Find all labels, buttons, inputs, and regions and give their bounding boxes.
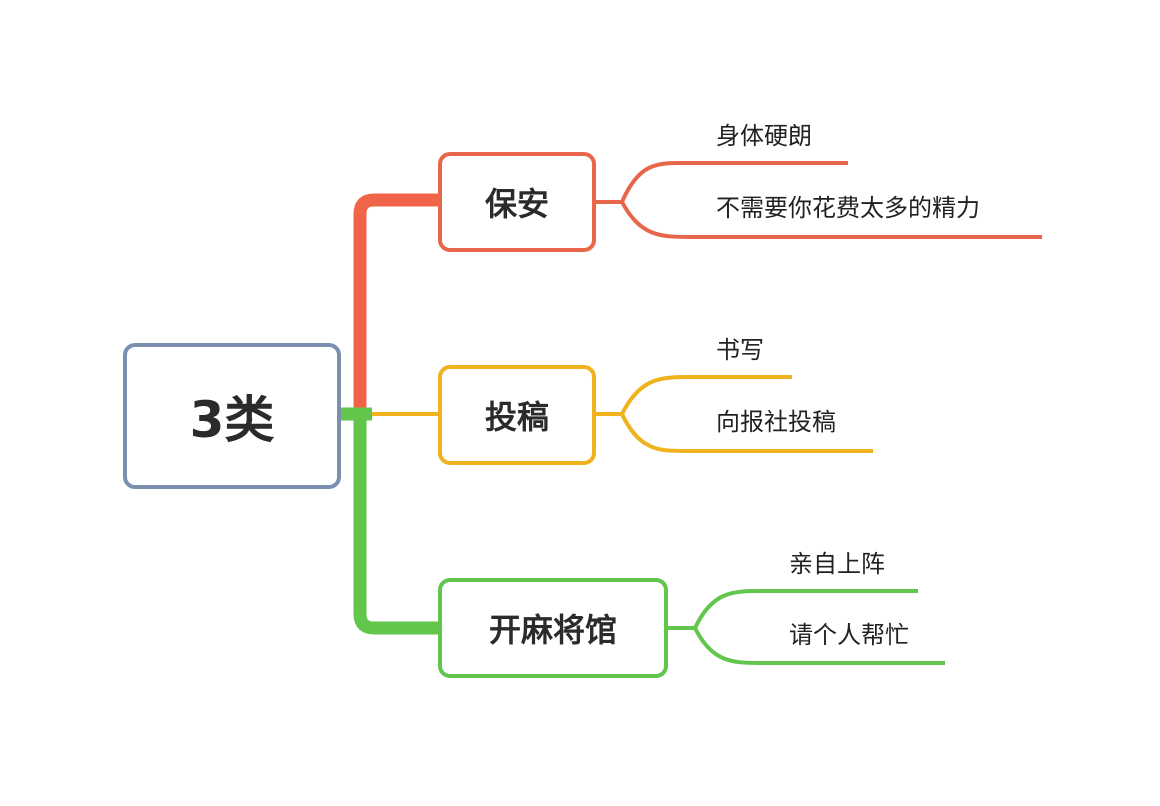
branch-node-label: 保安	[484, 185, 549, 223]
branch-node-label: 开麻将馆	[488, 611, 617, 649]
leaf-node[interactable]: 不需要你花费太多的精力	[716, 194, 980, 222]
trunk-red	[353, 193, 438, 408]
leaf-curve-1-0	[596, 375, 792, 416]
leaf-node[interactable]: 书写	[716, 336, 764, 364]
leaf-curve-0-1	[596, 200, 1042, 239]
leaf-curve-2-1	[668, 626, 945, 665]
leaf-node[interactable]: 身体硬朗	[716, 122, 812, 150]
branch-node-mahjong-parlor[interactable]: 开麻将馆	[438, 578, 668, 678]
leaf-curve-2-0	[668, 589, 918, 630]
trunk-green	[353, 408, 438, 635]
branch-node-submission[interactable]: 投稿	[438, 365, 596, 465]
leaf-curve-0-0	[596, 160, 848, 204]
branch-node-label: 投稿	[484, 398, 549, 436]
leaf-node[interactable]: 亲自上阵	[789, 550, 885, 578]
branch-node-security-guard[interactable]: 保安	[438, 152, 596, 252]
root-node-label: 3类	[189, 391, 275, 449]
leaf-node[interactable]: 向报社投稿	[716, 408, 836, 436]
leaf-curve-1-1	[596, 412, 873, 454]
root-node[interactable]: 3类	[123, 343, 341, 489]
leaf-node[interactable]: 请个人帮忙	[789, 621, 909, 649]
